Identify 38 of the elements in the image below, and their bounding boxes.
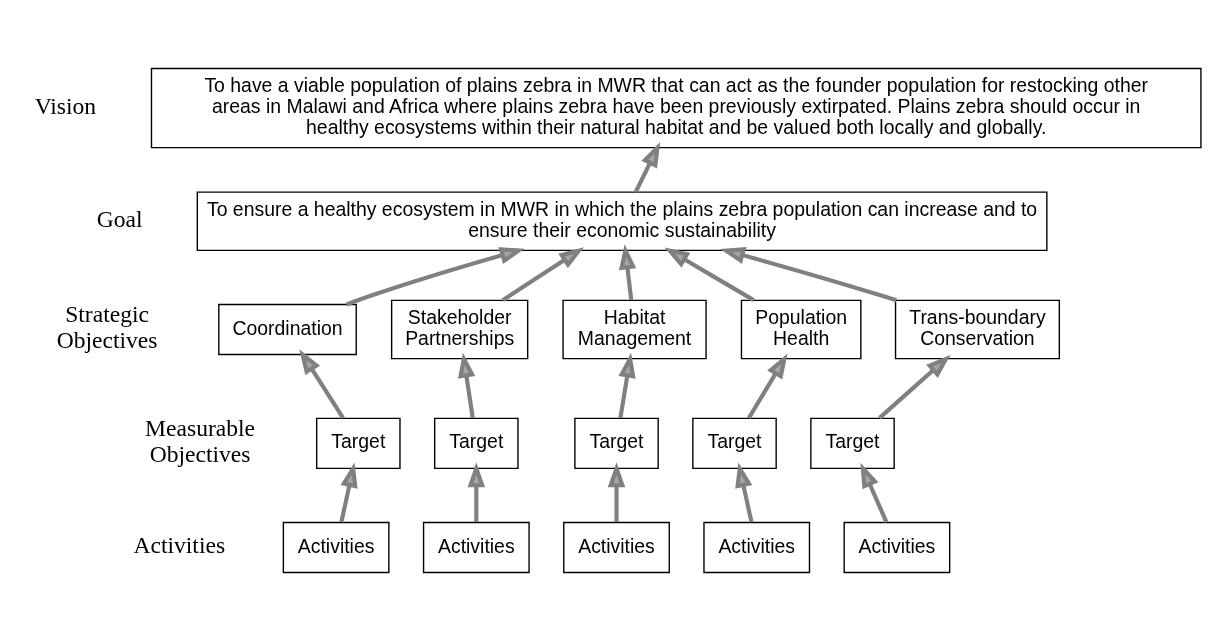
label: Measurable Objectives (145, 414, 256, 468)
node-box: Target (692, 417, 777, 470)
arrow (664, 247, 755, 302)
node-box: Activities (843, 521, 951, 574)
arrow (618, 244, 637, 301)
node-box: Population Health (740, 299, 862, 360)
node-box: Activities (563, 521, 670, 574)
arrow (467, 462, 486, 523)
arrow (607, 462, 626, 523)
node-box: Activities (282, 521, 390, 574)
arrow (345, 247, 525, 307)
arrow (720, 247, 897, 303)
arrow (735, 462, 754, 523)
node-box: Activities (422, 521, 530, 574)
node-box: Coordination (218, 303, 357, 356)
label: Vision (34, 92, 97, 119)
arrow (633, 142, 661, 193)
label: Goal (96, 205, 143, 232)
node-box: Target (316, 417, 401, 470)
arrow (501, 247, 585, 302)
node-box: To ensure a healthy ecosystem in MWR in which the plains zebra population can increase and to ensure their economic sustainability (196, 191, 1048, 252)
node-box: Trans-boundary Conservation (894, 299, 1061, 360)
arrow (618, 352, 636, 419)
arrow (747, 353, 788, 419)
node-box: Target (810, 417, 895, 470)
node-box: Target (434, 417, 519, 470)
node-box: Activities (703, 521, 811, 574)
node-box: To have a viable population of plains zebra in MWR that can act as the founder population for restocking other areas in Malawi and Africa where plains zebra have been previously extirpated. Plains zebra should occur in healthy ecosystems within their natural habitat and be valued both locally and globally. (150, 67, 1202, 149)
arrow (878, 354, 951, 420)
node-box: Target (574, 417, 659, 470)
label: Strategic Objectives (56, 301, 158, 354)
node-box: Stakeholder Partnerships (390, 299, 529, 360)
arrow (860, 462, 889, 523)
label: Activities (133, 532, 226, 559)
node-box: Habitat Management (562, 299, 707, 360)
arrow (299, 349, 345, 419)
arrow (339, 462, 358, 523)
arrow (457, 352, 476, 419)
